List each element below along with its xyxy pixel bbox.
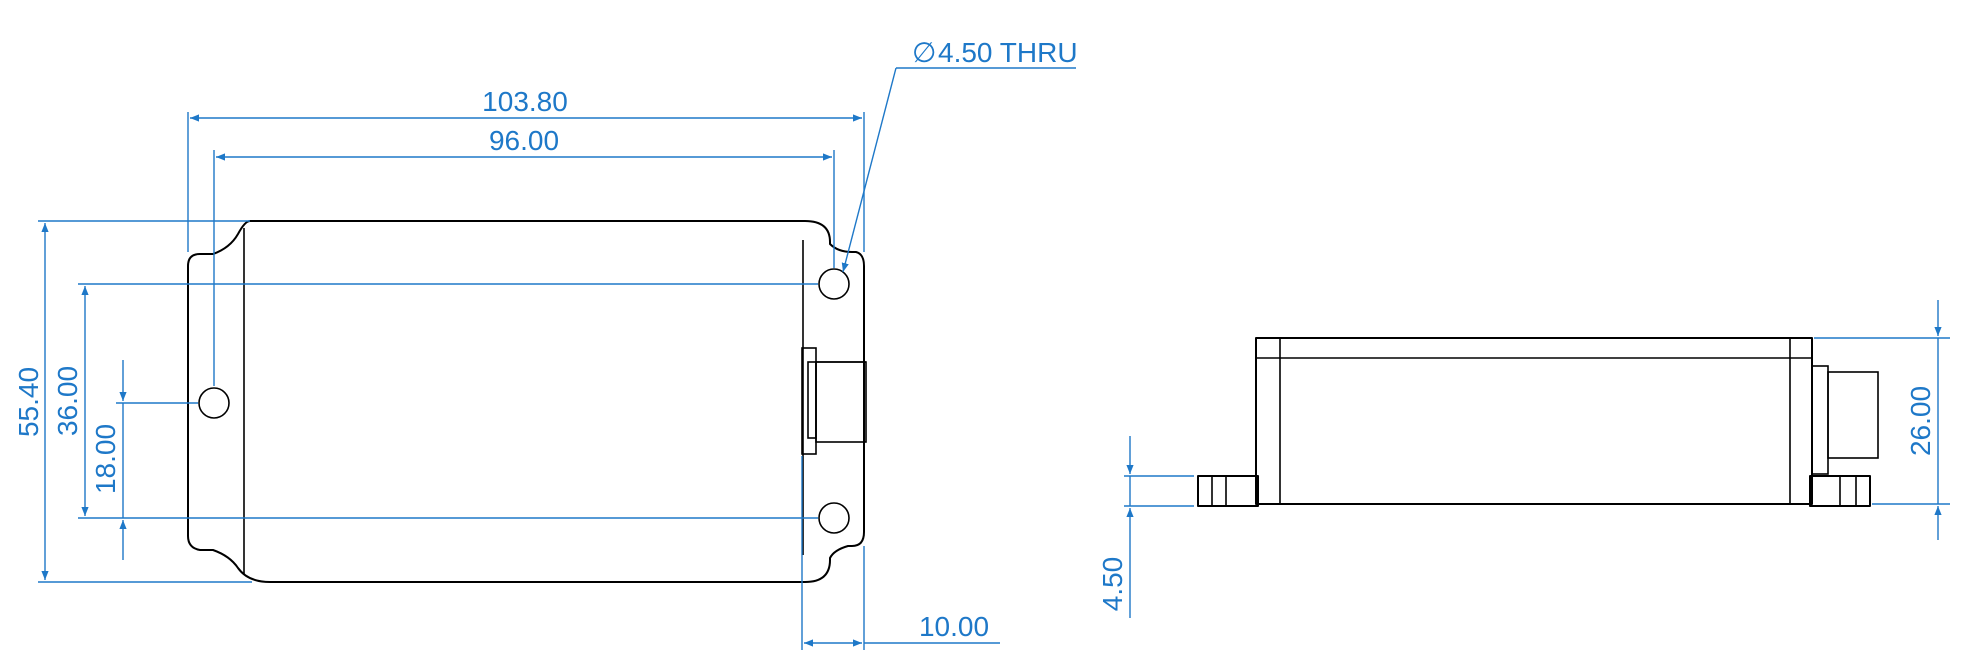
mounting-hole-left	[198, 387, 230, 419]
side-connector-base	[1811, 365, 1829, 475]
mounting-hole-bottom-right	[818, 502, 850, 534]
connector-plug	[807, 361, 817, 439]
side-connector-body	[1827, 371, 1879, 459]
dim-overall-length: 103.80	[482, 86, 568, 117]
hole-callout-leader	[841, 67, 897, 273]
top-view-dimensions: 103.80 96.00 55.40 36.00 18.00 10.00 ∅ 4…	[13, 37, 1078, 650]
side-view	[1197, 337, 1879, 507]
hole-callout-symbol: ∅	[912, 37, 936, 68]
mounting-hole-top-right	[818, 268, 850, 300]
side-view-dimensions: 26.00 4.50	[1097, 300, 1950, 618]
dim-flange-thickness: 4.50	[1097, 557, 1128, 612]
dim-hole-spacing-y: 36.00	[52, 366, 83, 436]
dim-connector-length: 10.00	[919, 611, 989, 642]
left-flange	[1197, 475, 1259, 507]
dim-overall-width: 55.40	[13, 367, 44, 437]
side-view-body	[1255, 337, 1813, 505]
dim-height: 26.00	[1905, 386, 1936, 456]
hole-callout-text: 4.50 THRU	[938, 37, 1078, 68]
dim-hole-spacing-x: 96.00	[489, 125, 559, 156]
connector-body	[815, 361, 867, 443]
top-view	[187, 220, 867, 583]
top-view-outline	[187, 220, 865, 583]
dim-hole-offset-y: 18.00	[90, 424, 121, 494]
